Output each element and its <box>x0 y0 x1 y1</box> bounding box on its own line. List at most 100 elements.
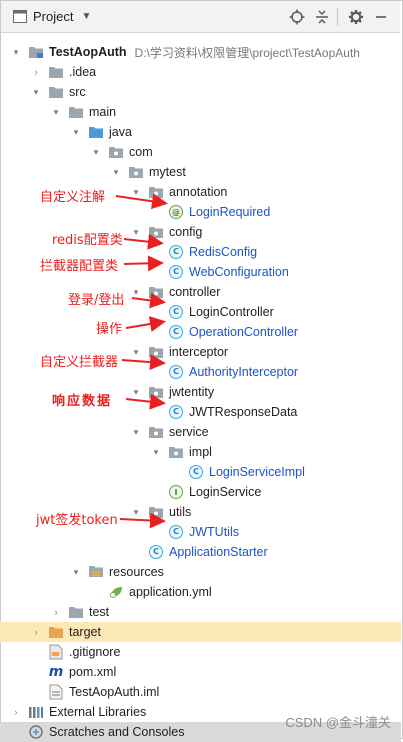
tree-item-login-service[interactable]: I LoginService <box>0 482 401 502</box>
tree-label: RedisConfig <box>189 245 258 259</box>
spring-boot-class-icon: C <box>148 544 164 560</box>
tree-item-operation-controller[interactable]: C OperationController <box>0 322 401 342</box>
collapse-icon[interactable] <box>311 8 333 26</box>
module-folder-icon <box>28 44 44 60</box>
tree-item-external-libraries[interactable]: › External Libraries <box>0 702 401 722</box>
chevron-down-icon[interactable]: ▾ <box>133 386 139 397</box>
class-icon: C <box>168 364 184 380</box>
chevron-right-icon[interactable]: › <box>54 607 58 617</box>
tree-label: .gitignore <box>69 645 121 659</box>
tree-label: Scratches and Consoles <box>49 725 185 739</box>
package-icon <box>148 384 164 400</box>
gear-icon[interactable] <box>345 8 367 26</box>
tree-label: jwtentity <box>169 385 215 399</box>
annotation-interceptor-config: 拦截器配置类 <box>40 259 119 274</box>
tree-item-service[interactable]: ▾ service <box>0 422 401 442</box>
tree-item-project-root[interactable]: ▾ TestAopAuth D:\学习资料\权限管理\project\TestA… <box>0 42 401 62</box>
scratches-icon <box>28 724 44 740</box>
folder-icon <box>68 604 84 620</box>
tree-item-gitignore[interactable]: .gitignore <box>0 642 401 662</box>
tree-label: controller <box>169 285 221 299</box>
libraries-icon <box>28 704 44 720</box>
folder-icon <box>48 64 64 80</box>
class-icon: C <box>168 324 184 340</box>
chevron-right-icon[interactable]: › <box>14 707 18 717</box>
module-file-icon <box>48 684 64 700</box>
chevron-down-icon[interactable]: ▾ <box>133 226 139 237</box>
annotation-login-logout: 登录/登出 <box>68 293 125 308</box>
tree-item-login-controller[interactable]: C LoginController <box>0 302 401 322</box>
tree-label: External Libraries <box>49 705 147 719</box>
tree-item-main[interactable]: ▾ main <box>0 102 401 122</box>
tree-label: OperationController <box>189 325 299 339</box>
chevron-down-icon[interactable]: ▼ <box>81 11 92 22</box>
tree-item-src[interactable]: ▾ src <box>0 82 401 102</box>
chevron-right-icon[interactable]: › <box>34 67 38 77</box>
chevron-down-icon[interactable]: ▾ <box>133 286 139 297</box>
annotation-operation: 操作 <box>96 322 123 337</box>
tree-item-idea[interactable]: › .idea <box>0 62 401 82</box>
package-icon <box>128 164 144 180</box>
project-name: TestAopAuth <box>49 45 127 59</box>
resources-folder-icon <box>88 564 104 580</box>
chevron-down-icon[interactable]: ▾ <box>53 106 59 117</box>
tree-item-scratches[interactable]: Scratches and Consoles <box>0 722 401 742</box>
tree-item-iml[interactable]: TestAopAuth.iml <box>0 682 401 702</box>
chevron-down-icon[interactable]: ▾ <box>73 566 79 577</box>
tree-item-com[interactable]: ▾ com <box>0 142 401 162</box>
chevron-down-icon[interactable]: ▾ <box>33 86 39 97</box>
package-icon <box>148 224 164 240</box>
chevron-down-icon[interactable]: ▾ <box>153 446 159 457</box>
tree-label: LoginController <box>189 305 274 319</box>
tree-item-application-yml[interactable]: application.yml <box>0 582 401 602</box>
tree-item-jwt-response-data[interactable]: C JWTResponseData <box>0 402 401 422</box>
chevron-down-icon[interactable]: ▾ <box>133 186 139 197</box>
tree-item-application-starter[interactable]: C ApplicationStarter <box>0 542 401 562</box>
minimize-icon[interactable] <box>370 8 392 26</box>
tree-item-controller[interactable]: ▾ controller <box>0 282 401 302</box>
interface-icon: I <box>168 484 184 500</box>
tree-label: service <box>169 425 209 439</box>
annotation-custom-interceptor: 自定义拦截器 <box>40 355 119 370</box>
folder-icon <box>48 84 64 100</box>
tree-label: target <box>69 625 101 639</box>
tree-item-test[interactable]: › test <box>0 602 401 622</box>
view-selector[interactable]: Project ▼ <box>13 9 91 24</box>
package-icon <box>148 344 164 360</box>
chevron-down-icon[interactable]: ▾ <box>133 346 139 357</box>
chevron-down-icon[interactable]: ▾ <box>133 426 139 437</box>
tree-item-java[interactable]: ▾ java <box>0 122 401 142</box>
tree-item-impl[interactable]: ▾ impl <box>0 442 401 462</box>
tree-label: AuthorityInterceptor <box>189 365 299 379</box>
folder-icon <box>68 104 84 120</box>
tree-label: annotation <box>169 185 228 199</box>
tree-label: LoginRequired <box>189 205 271 219</box>
tree-label: JWTResponseData <box>189 405 298 419</box>
locate-icon[interactable] <box>286 8 308 26</box>
annotation-jwt-token: jwt签发token <box>36 513 118 528</box>
tree-item-pom[interactable]: m pom.xml <box>0 662 401 682</box>
chevron-down-icon[interactable]: ▾ <box>73 126 79 137</box>
chevron-down-icon[interactable]: ▾ <box>133 506 139 517</box>
tree-label: ApplicationStarter <box>169 545 268 559</box>
tree-label: LoginServiceImpl <box>209 465 305 479</box>
tree-item-target[interactable]: › target <box>0 622 401 642</box>
source-folder-icon <box>88 124 104 140</box>
tree-item-login-service-impl[interactable]: C LoginServiceImpl <box>0 462 401 482</box>
tree-item-mytest[interactable]: ▾ mytest <box>0 162 401 182</box>
tree-item-resources[interactable]: ▾ resources <box>0 562 401 582</box>
excluded-folder-icon <box>48 624 64 640</box>
class-icon: C <box>168 264 184 280</box>
chevron-down-icon[interactable]: ▾ <box>113 166 119 177</box>
tree-item-jwt-utils[interactable]: C JWTUtils <box>0 522 401 542</box>
tree-item-web-configuration[interactable]: C WebConfiguration <box>0 262 401 282</box>
chevron-right-icon[interactable]: › <box>34 627 38 637</box>
package-icon <box>148 184 164 200</box>
tree-item-authority-interceptor[interactable]: C AuthorityInterceptor <box>0 362 401 382</box>
chevron-down-icon[interactable]: ▾ <box>93 146 99 157</box>
tree-item-login-required[interactable]: @ LoginRequired <box>0 202 401 222</box>
tree-item-redis-config[interactable]: C RedisConfig <box>0 242 401 262</box>
package-icon <box>148 424 164 440</box>
tree-label: com <box>129 145 153 159</box>
chevron-down-icon[interactable]: ▾ <box>13 46 19 57</box>
